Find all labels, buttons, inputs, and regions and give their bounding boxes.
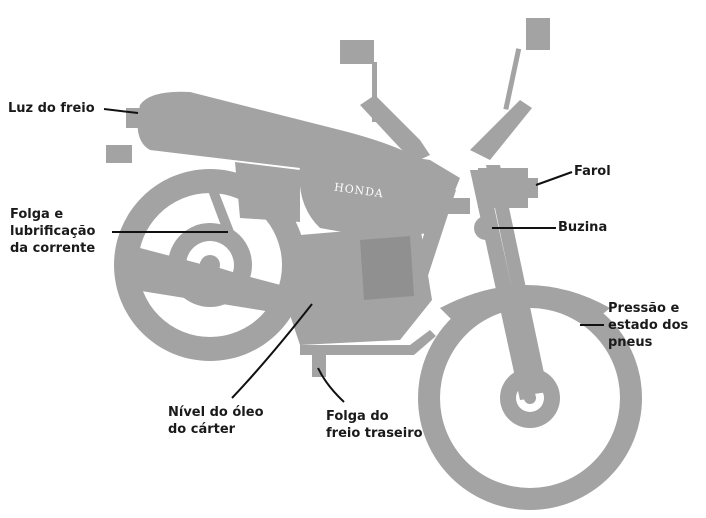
- label-chain-line-2: lubrificação: [10, 223, 95, 240]
- label-rear-brake-line-1: Folga do: [326, 408, 423, 425]
- label-brake-light: Luz do freio: [8, 100, 95, 117]
- tail-light: [126, 108, 152, 128]
- label-headlight-text: Farol: [574, 163, 611, 180]
- label-tires-line-1: Pressão e: [608, 300, 688, 317]
- label-oil-line-2: do cárter: [168, 421, 264, 438]
- label-horn-text: Buzina: [558, 219, 607, 236]
- headlight: [478, 168, 528, 208]
- mirror-right: [526, 18, 550, 50]
- label-rear-brake: Folga do freio traseiro: [326, 408, 423, 442]
- label-oil-line-1: Nível do óleo: [168, 404, 264, 421]
- label-brake-light-text: Luz do freio: [8, 100, 95, 117]
- leader-headlight: [536, 172, 572, 185]
- brake-pedal: [312, 355, 326, 377]
- headlight-lens: [528, 178, 538, 198]
- label-rear-brake-line-2: freio traseiro: [326, 425, 423, 442]
- label-tires-line-3: pneus: [608, 334, 688, 351]
- label-chain: Folga e lubrificação da corrente: [10, 206, 95, 257]
- label-oil: Nível do óleo do cárter: [168, 404, 264, 438]
- label-chain-line-1: Folga e: [10, 206, 95, 223]
- mirror-left: [340, 40, 374, 64]
- mirror-right-stem: [503, 48, 521, 110]
- label-chain-line-3: da corrente: [10, 240, 95, 257]
- handlebar-right: [470, 100, 532, 160]
- front-turn-signal: [448, 198, 470, 214]
- label-horn: Buzina: [558, 219, 607, 236]
- label-headlight: Farol: [574, 163, 611, 180]
- cylinder-fins: [360, 236, 414, 300]
- side-cover: [235, 162, 300, 222]
- mirror-left-stem: [372, 62, 377, 122]
- rear-turn-signal: [106, 145, 132, 163]
- label-tires: Pressão e estado dos pneus: [608, 300, 688, 351]
- label-tires-line-2: estado dos: [608, 317, 688, 334]
